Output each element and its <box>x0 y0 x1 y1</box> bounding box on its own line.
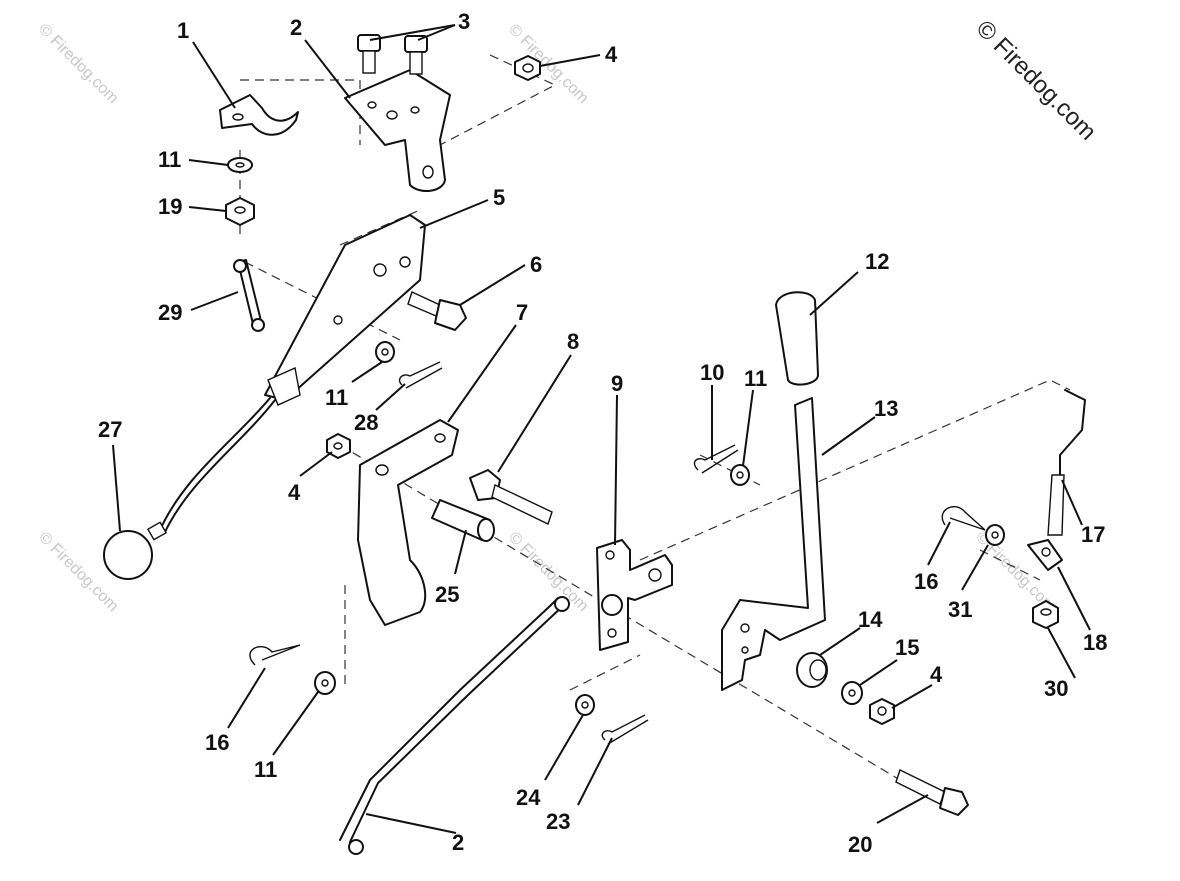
leader-lines <box>112 24 1091 834</box>
callout-16: 16 <box>205 730 229 755</box>
callout-24: 24 <box>516 785 541 810</box>
callout-5: 5 <box>493 185 505 210</box>
callout-21: 2 <box>452 830 464 855</box>
part-15-washer <box>841 681 863 705</box>
part-16-hairpin <box>249 644 301 666</box>
callout-15: 15 <box>895 635 919 660</box>
part-31-washer <box>985 524 1005 546</box>
part-1-clip <box>219 94 299 136</box>
part-20-bolt <box>895 769 969 816</box>
callout-20: 20 <box>848 832 872 857</box>
part-8-bolt <box>469 469 553 525</box>
callout-18: 18 <box>1083 630 1107 655</box>
callout-9: 9 <box>611 371 623 396</box>
part-9-plate <box>596 539 673 651</box>
watermark-group: © Firedog.com © Firedog.com © Firedog.co… <box>35 15 1101 615</box>
part-4-nut <box>869 698 895 725</box>
callout-1: 1 <box>177 18 189 43</box>
part-25-spacer <box>431 499 495 542</box>
callout-17: 17 <box>1081 522 1105 547</box>
callout-28: 28 <box>354 410 378 435</box>
callout-12: 12 <box>865 249 889 274</box>
part-29-link <box>233 259 265 332</box>
part-17-rod <box>1047 389 1086 536</box>
callout-4: 4 <box>930 662 943 687</box>
part-24-washer <box>575 694 595 716</box>
part-28-pin <box>398 361 443 389</box>
part-6-bolt <box>407 291 467 331</box>
part-5-arm <box>146 214 426 541</box>
callout-2: 2 <box>290 15 302 40</box>
part-16-hairpin <box>941 506 986 531</box>
part-11-washer <box>227 157 253 173</box>
part-30-nut <box>1032 600 1059 629</box>
callout-labels: 1 2 3 4 11 19 5 6 12 29 7 8 9 10 11 13 1… <box>98 9 1107 857</box>
part-19-nut <box>225 197 255 226</box>
callout-13: 13 <box>874 396 898 421</box>
callout-4: 4 <box>288 480 301 505</box>
callout-6: 6 <box>530 252 542 277</box>
part-11-washer <box>375 341 395 363</box>
callout-11: 11 <box>325 385 348 410</box>
callout-11: 11 <box>744 366 767 391</box>
callout-27: 27 <box>98 417 122 442</box>
part-4-nut <box>514 55 541 81</box>
callout-23: 23 <box>546 809 570 834</box>
callout-14: 14 <box>858 607 883 632</box>
part-3-bolts <box>357 34 428 75</box>
part-21-rod <box>339 596 570 855</box>
part-23-pin <box>601 714 649 745</box>
watermark-repeat: © Firedog.com <box>35 21 121 107</box>
watermark-repeat: © Firedog.com <box>505 529 591 615</box>
part-18-swivel <box>1027 539 1063 571</box>
callout-7: 7 <box>516 300 528 325</box>
callout-4: 4 <box>605 42 618 67</box>
part-27-ball <box>103 530 153 580</box>
callout-11: 11 <box>158 147 181 172</box>
part-13-lever <box>721 397 826 691</box>
callout-11: 11 <box>254 757 277 782</box>
part-4-nut <box>326 433 351 459</box>
callout-30: 30 <box>1044 676 1068 701</box>
callout-8: 8 <box>567 329 579 354</box>
part-10-pin <box>693 444 739 474</box>
part-11-washer <box>730 464 750 486</box>
callout-19: 19 <box>158 194 182 219</box>
callout-25: 25 <box>435 582 459 607</box>
callout-16: 16 <box>914 569 938 594</box>
watermark-main: © Firedog.com <box>971 15 1102 146</box>
part-2-bracket <box>344 69 451 192</box>
callout-29: 29 <box>158 300 182 325</box>
part-14-bushing <box>796 652 828 688</box>
callout-31: 31 <box>948 597 972 622</box>
part-7-plate <box>357 419 459 626</box>
callout-10: 10 <box>700 360 724 385</box>
assembly-lines <box>239 54 1071 781</box>
part-11-washer <box>314 671 336 695</box>
callout-3: 3 <box>458 9 470 34</box>
part-12-knob <box>775 291 819 386</box>
